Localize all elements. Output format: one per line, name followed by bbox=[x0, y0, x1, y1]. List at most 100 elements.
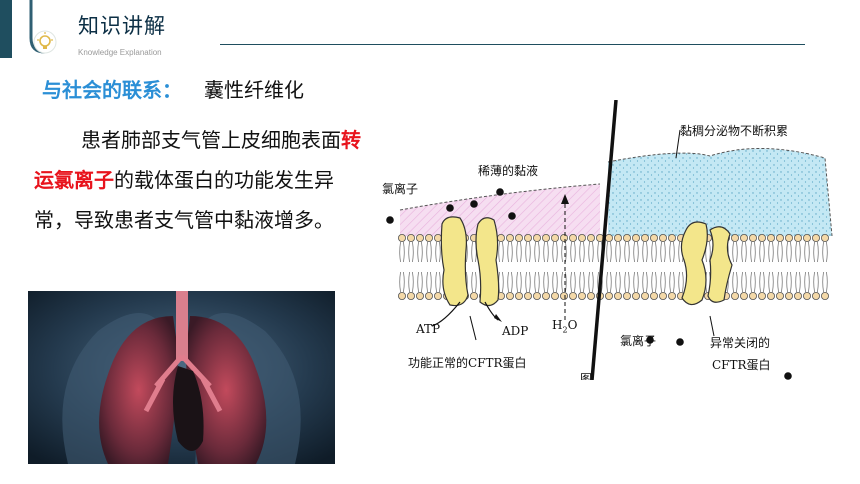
lipid-tail bbox=[606, 271, 612, 293]
lipid-head bbox=[784, 233, 793, 242]
lipid-head bbox=[406, 233, 415, 242]
lipid-head bbox=[667, 291, 676, 300]
lipid-head bbox=[640, 291, 649, 300]
lipid-head bbox=[568, 291, 577, 300]
label-chloride-left: 氯离子 bbox=[382, 182, 419, 196]
paragraph-text-2: 的载体蛋白的功能发生异常，导致患者支气管中黏液增多。 bbox=[34, 168, 334, 232]
cftr-diagram: 黏稠分泌物不断积累 稀薄的黏液 氯离子 ATP ADP H2O 功能正常的CFT… bbox=[380, 100, 840, 380]
lipid-tail bbox=[642, 271, 648, 293]
lipid-tail bbox=[498, 271, 504, 293]
section-label: 与社会的联系： bbox=[42, 78, 182, 102]
lipid-tail bbox=[822, 271, 828, 293]
lipid-head bbox=[470, 291, 479, 300]
lipid-tail bbox=[759, 271, 765, 293]
lipid-head bbox=[416, 291, 425, 300]
lipid-tail bbox=[651, 271, 657, 293]
lipid-head bbox=[784, 291, 793, 300]
lipid-tail bbox=[750, 241, 756, 263]
lipid-tail bbox=[471, 271, 477, 293]
lipid-head bbox=[434, 291, 443, 300]
lipid-head bbox=[793, 291, 802, 300]
lipid-tail bbox=[741, 271, 747, 293]
lipid-head bbox=[568, 233, 577, 242]
lipid-tail bbox=[498, 241, 504, 263]
lipid-head bbox=[613, 291, 622, 300]
lipid-head bbox=[775, 291, 784, 300]
lipid-head bbox=[775, 233, 784, 242]
lipid-tail bbox=[516, 271, 522, 293]
lipid-head bbox=[730, 233, 739, 242]
label-adp: ADP bbox=[502, 324, 529, 338]
lipid-head bbox=[739, 233, 748, 242]
normal-cftr-protein-right bbox=[475, 217, 500, 307]
lipid-tail bbox=[732, 241, 738, 263]
lipid-tail bbox=[651, 241, 657, 263]
lipid-head bbox=[397, 233, 406, 242]
lipid-tail bbox=[417, 271, 423, 293]
lipid-tail bbox=[804, 271, 810, 293]
lipid-tail bbox=[786, 271, 792, 293]
lipid-tail bbox=[786, 241, 792, 263]
lipid-head bbox=[577, 233, 586, 242]
lipid-tail bbox=[813, 271, 819, 293]
lipid-head bbox=[757, 291, 766, 300]
lipid-head bbox=[658, 233, 667, 242]
lipid-head bbox=[514, 233, 523, 242]
lipid-head bbox=[541, 233, 550, 242]
lipid-head bbox=[416, 233, 425, 242]
lipid-tail bbox=[777, 271, 783, 293]
lipid-tail bbox=[660, 271, 666, 293]
section-heading: 与社会的联系：囊性纤维化 bbox=[42, 74, 304, 103]
lipid-tail bbox=[552, 241, 558, 263]
lipid-head bbox=[658, 291, 667, 300]
lipid-head bbox=[766, 291, 775, 300]
lipid-tail bbox=[534, 241, 540, 263]
lipid-tail bbox=[570, 271, 576, 293]
lipid-head bbox=[406, 291, 415, 300]
label-atp: ATP bbox=[416, 322, 441, 336]
lipid-tail bbox=[669, 271, 675, 293]
label-thin-mucus: 稀薄的黏液 bbox=[478, 164, 539, 178]
lipid-tail bbox=[417, 241, 423, 263]
lipid-tail bbox=[741, 241, 747, 263]
lipid-tail bbox=[579, 271, 585, 293]
lipid-tail bbox=[534, 271, 540, 293]
lipid-head bbox=[811, 233, 820, 242]
lipid-tail bbox=[435, 271, 441, 293]
lipid-head bbox=[730, 291, 739, 300]
lipid-tail bbox=[588, 271, 594, 293]
lipid-head bbox=[649, 233, 658, 242]
lipid-tail bbox=[561, 271, 567, 293]
lipid-tail bbox=[606, 241, 612, 263]
lipid-head bbox=[604, 233, 613, 242]
lipid-tail bbox=[804, 241, 810, 263]
lipid-head bbox=[514, 291, 523, 300]
lipid-head bbox=[523, 233, 532, 242]
lipid-tail bbox=[795, 271, 801, 293]
lipid-head bbox=[604, 291, 613, 300]
lipid-head bbox=[397, 291, 406, 300]
lipid-head bbox=[802, 233, 811, 242]
label-abnormal-cftr-2: CFTR蛋白 bbox=[712, 358, 771, 372]
divider-line bbox=[590, 100, 618, 380]
abnormal-cftr-protein-left bbox=[680, 221, 708, 306]
lipid-head bbox=[559, 291, 568, 300]
lipid-tail bbox=[615, 241, 621, 263]
lipid-head bbox=[586, 291, 595, 300]
page-title: 知识讲解 bbox=[78, 14, 166, 38]
lipid-head bbox=[739, 291, 748, 300]
lipid-tail bbox=[543, 271, 549, 293]
lipid-tail bbox=[750, 271, 756, 293]
label-cut-figure: 图 bbox=[580, 372, 593, 380]
lipid-head bbox=[820, 291, 829, 300]
lipid-head bbox=[577, 291, 586, 300]
lipid-head bbox=[541, 291, 550, 300]
label-mucus-accumulating: 黏稠分泌物不断积累 bbox=[680, 124, 789, 138]
lipid-tail bbox=[579, 241, 585, 263]
lipid-tail bbox=[426, 241, 432, 263]
lipid-tail bbox=[426, 271, 432, 293]
lung-illustration bbox=[28, 291, 335, 464]
explanation-paragraph: 患者肺部支气管上皮细胞表面转运氯离子的载体蛋白的功能发生异常，导致患者支气管中黏… bbox=[34, 120, 364, 240]
lipid-tail bbox=[525, 241, 531, 263]
thick-mucus-layer bbox=[608, 148, 832, 236]
